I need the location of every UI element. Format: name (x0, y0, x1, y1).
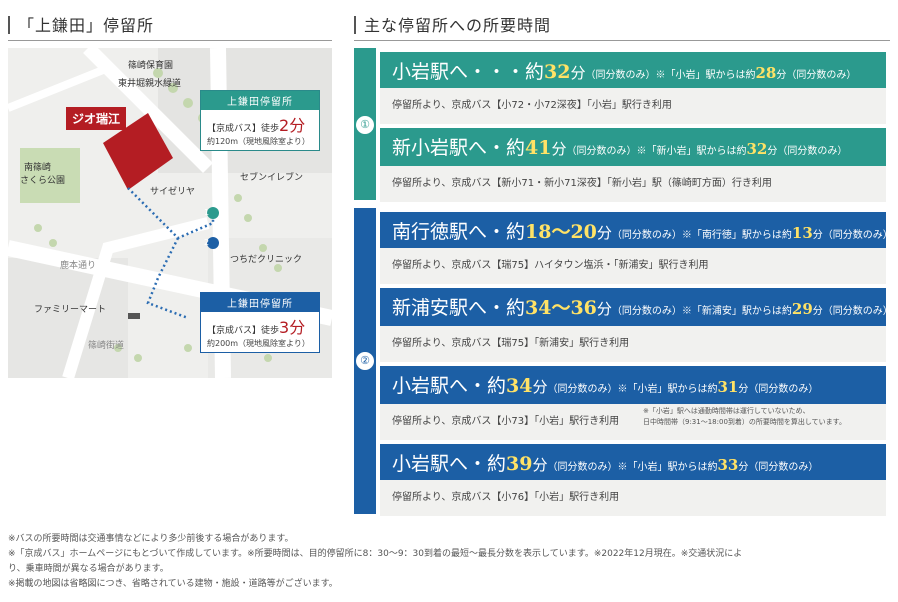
stop-marker-2 (207, 237, 219, 249)
route-detail-2-3: 停留所より、京成バス【小73】「小岩」駅行き利用 (380, 404, 886, 440)
stop-box-1-walk: 【京成バス】徒歩2分 (207, 116, 306, 135)
footnote-2: ※「京成バス」ホームページにもとづいて作成しています。※所要時間は、目的停留所に… (8, 549, 743, 559)
footnotes: ※バスの所要時間は交通事情などにより多少前後する場合があります。 ※「京成バス」… (8, 532, 892, 592)
area-map: 1 2 篠崎保育園 東井堀親水緑道 ジオ瑞江 南篠崎 さくら公園 サイゼリヤ セ… (8, 48, 332, 378)
group-1-number: ① (356, 116, 374, 134)
seven-eleven-label: セブンイレブン (240, 173, 304, 183)
route-detail-1-2: 停留所より、京成バス【新小71・新小71深夜】「新小岩」駅（篠崎町方面）行き利用 (380, 166, 886, 202)
route-detail-1-1: 停留所より、京成バス【小72・小72深夜】「小岩」駅行き利用 (380, 88, 886, 124)
route-detail-2-2: 停留所より、京成バス【瑞75】「新浦安」駅行き利用 (380, 326, 886, 362)
stop-box-2-distance: 約200m（現地風除室より） (207, 339, 310, 348)
route-row-2-2: 新浦安駅へ・約34〜36分（同分数のみ）※「新浦安」駅からは約29分（同分数のみ… (380, 288, 886, 328)
stop-box-1-distance: 約120m（現地風除室より） (207, 137, 310, 146)
geo-mizue-building (103, 113, 173, 190)
route-detail-2-3-note: ※「小岩」駅へは通勤時間帯は運行していないため、日中時間帯（9:31〜18:00… (643, 407, 846, 426)
stop-info-box-1: 上鎌田停留所 【京成バス】徒歩2分 約120m（現地風除室より） (200, 90, 320, 151)
greenway-label: 東井堀親水緑道 (118, 79, 182, 89)
stop-box-1-header: 上鎌田停留所 (201, 91, 319, 110)
footnote-1: ※バスの所要時間は交通事情などにより多少前後する場合があります。 (8, 534, 294, 544)
group-1-bar: ① (354, 48, 376, 200)
footnote-3: り、乗車時間が異なる場合があります。 (8, 564, 169, 574)
route-row-1-2: 新小岩駅へ・約41分（同分数のみ）※「新小岩」駅からは約32分（同分数のみ） (380, 128, 886, 168)
stop-box-2-minutes: 3分 (279, 318, 306, 337)
group-2-bar: ② (354, 208, 376, 514)
park-label-2: さくら公園 (20, 176, 66, 186)
stop-marker-1-number: 1 (204, 208, 210, 217)
stop-box-2-walk: 【京成バス】徒歩3分 (207, 318, 306, 337)
road-label-2: 篠崎街道 (88, 341, 125, 351)
stop-box-2-header: 上鎌田停留所 (201, 293, 319, 312)
group-2-number: ② (356, 352, 374, 370)
right-title-rule (354, 40, 890, 41)
stop-info-box-2: 上鎌田停留所 【京成バス】徒歩3分 約200m（現地風除室より） (200, 292, 320, 353)
footnote-4: ※掲載の地図は省略図につき、省略されている建物・施設・道路等がございます。 (8, 579, 338, 589)
park-label-1: 南篠崎 (24, 163, 52, 173)
clinic-label: つちだクリニック (230, 255, 303, 265)
road-label-1: 鹿本通り (60, 261, 97, 271)
route-row-2-1: 南行徳駅へ・約18〜20分（同分数のみ）※「南行徳」駅からは約13分（同分数のみ… (380, 212, 886, 252)
familymart-label: ファミリーマート (34, 305, 107, 315)
left-title-rule (8, 40, 332, 41)
stop-marker-1 (207, 207, 219, 219)
route-row-1-1: 小岩駅へ・・・約32分（同分数のみ）※「小岩」駅からは約28分（同分数のみ） (380, 52, 886, 92)
stop-box-1-minutes: 2分 (279, 116, 306, 135)
saizeriya-label: サイゼリヤ (150, 187, 196, 197)
right-section-title: 主な停留所への所要時間 (354, 12, 551, 36)
geo-mizue-label: ジオ瑞江 (66, 107, 127, 130)
route-detail-2-1: 停留所より、京成バス【瑞75】ハイタウン塩浜・「新浦安」駅行き利用 (380, 248, 886, 284)
route-detail-2-4: 停留所より、京成バス【小76】「小岩」駅行き利用 (380, 480, 886, 516)
right-title-text: 主な停留所への所要時間 (364, 16, 552, 35)
park-area (20, 148, 80, 203)
route-row-2-4: 小岩駅へ・約39分（同分数のみ）※「小岩」駅からは約33分（同分数のみ） (380, 444, 886, 484)
route-row-2-3: 小岩駅へ・約34分（同分数のみ）※「小岩」駅からは約31分（同分数のみ） (380, 366, 886, 406)
nursery-label: 篠崎保育園 (128, 61, 174, 71)
left-title-text: 「上鎌田」停留所 (18, 16, 155, 35)
left-section-title: 「上鎌田」停留所 (8, 12, 154, 36)
stop-marker-2-number: 2 (204, 238, 210, 247)
